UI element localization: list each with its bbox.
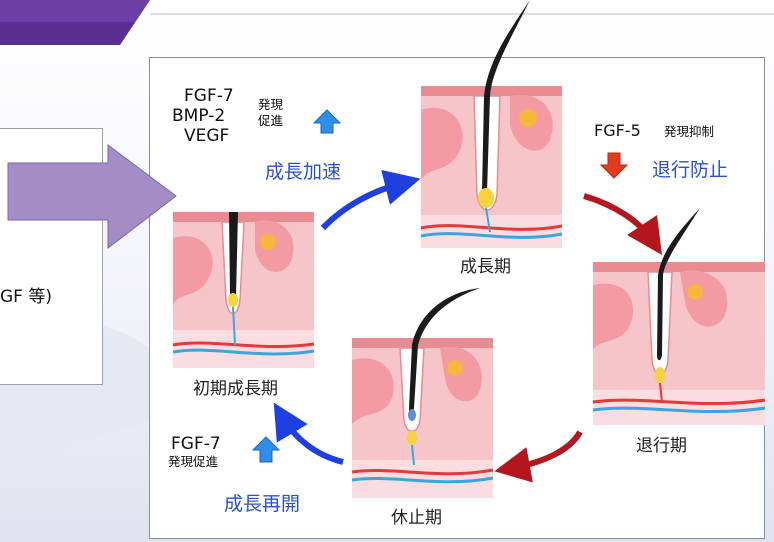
note-line-2: 促進 xyxy=(258,113,283,128)
skin-illustration-telogen xyxy=(352,288,493,498)
action-growth-resume: 成長再開 xyxy=(224,489,300,516)
skin-illustration-anagen xyxy=(421,0,562,248)
up-arrow-icon-top xyxy=(314,110,340,133)
arrow-catagen-to-telogen xyxy=(512,432,580,468)
gf-line-1: FGF-7 xyxy=(184,86,234,106)
up-arrow-icon-bottom xyxy=(253,437,279,462)
big-process-arrow xyxy=(8,145,176,248)
stage-label-early-anagen: 初期成長期 xyxy=(193,374,278,399)
stage-label-anagen: 成長期 xyxy=(460,252,511,277)
note-right: 発現抑制 xyxy=(664,124,714,139)
stage-label-telogen: 休止期 xyxy=(391,503,442,528)
stage-label-catagen: 退行期 xyxy=(636,431,687,456)
skin-illustration-early xyxy=(173,212,314,368)
action-regression-prevention: 退行防止 xyxy=(652,155,728,182)
action-growth-acceleration: 成長加速 xyxy=(265,157,341,184)
arrow-early-to-anagen xyxy=(323,183,403,228)
gf-right: FGF-5 xyxy=(594,121,641,140)
note-line-1: 発現 xyxy=(258,97,283,112)
skin-illustration-catagen xyxy=(593,208,765,425)
gf-line-2: BMP-2 xyxy=(172,106,225,126)
gf-bottom: FGF-7 xyxy=(171,434,221,454)
gf-line-3: VEGF xyxy=(184,126,229,146)
down-arrow-icon-right xyxy=(601,153,627,178)
arrow-telogen-to-early xyxy=(283,418,343,462)
note-bottom: 発現促進 xyxy=(168,454,218,469)
arrow-anagen-to-catagen xyxy=(584,196,652,240)
